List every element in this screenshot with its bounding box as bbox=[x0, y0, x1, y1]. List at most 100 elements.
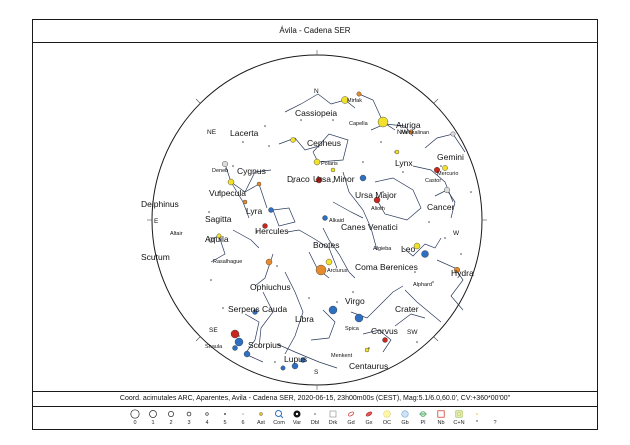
label-libra: Libra bbox=[295, 314, 314, 324]
label-coma-berenices: Coma Berenices bbox=[355, 262, 418, 272]
label-arcturus: Arcturus bbox=[327, 268, 348, 274]
legend-mag-1: 1 bbox=[144, 409, 162, 426]
bright-stars bbox=[208, 91, 461, 371]
label-canes-venatici: Canes Venatici bbox=[341, 222, 398, 232]
label-ursa-major: Ursa Major bbox=[355, 190, 397, 200]
label-cancer: Cancer bbox=[427, 202, 455, 212]
legend-globular: Gb bbox=[396, 409, 414, 426]
mag6-icon bbox=[238, 409, 248, 419]
label-cepheus: Cepheus bbox=[307, 138, 341, 148]
asteroid-icon bbox=[256, 409, 266, 419]
label-menkalinan: Menkalinan bbox=[401, 130, 429, 136]
label-hydra: Hydra bbox=[451, 268, 474, 278]
label-hercules: Hercules bbox=[255, 226, 289, 236]
legend-mag-4: 4 bbox=[198, 409, 216, 426]
legend-planetary: Pl bbox=[414, 409, 432, 426]
label-ursa-minor: Ursa Minor bbox=[313, 174, 355, 184]
symbol-legend: 0 1 2 3 4 5 6 Ast Com Var Dbl Drk Gd Gx … bbox=[33, 406, 597, 429]
label-alioth: Alioth bbox=[371, 206, 385, 212]
label-leo: Leo bbox=[401, 244, 415, 254]
dir-n: N bbox=[314, 88, 319, 95]
sky-chart-area[interactable]: N NE E SE S SW W NW bbox=[33, 42, 597, 392]
label-gemini: Gemini bbox=[437, 152, 464, 162]
label-mirfak: Mirfak bbox=[347, 98, 362, 104]
galaxy-icon bbox=[364, 409, 374, 419]
cluster-nebula-icon bbox=[454, 409, 464, 419]
label-polaris: Polaris bbox=[321, 161, 338, 167]
label-lynx: Lynx bbox=[395, 158, 413, 168]
mag0-icon bbox=[130, 409, 140, 419]
label-cygnus: Cygnus bbox=[237, 166, 266, 176]
legend-mag-6: 6 bbox=[234, 409, 252, 426]
horizon-circle bbox=[151, 54, 483, 386]
dir-ne: NE bbox=[207, 129, 217, 136]
legend-star: * bbox=[468, 409, 486, 426]
direction-labels: N NE E SE S SW W NW bbox=[154, 88, 460, 376]
label-draco: Draco bbox=[287, 174, 310, 184]
nebula-icon bbox=[436, 409, 446, 419]
legend-mag-0: 0 bbox=[126, 409, 144, 426]
legend-comet: Com bbox=[270, 409, 288, 426]
map-info-bar: Coord. acimutales ARC, Aparentes, Avila … bbox=[33, 391, 597, 407]
mag5-icon bbox=[220, 409, 230, 419]
legend-dark-nebula: Drk bbox=[324, 409, 342, 426]
label-bootes: Bootes bbox=[313, 240, 339, 250]
legend-cluster-nebula: C+N bbox=[450, 409, 468, 426]
label-scutum: Scutum bbox=[141, 252, 170, 262]
label-alphard: Alphard bbox=[413, 282, 432, 288]
label-sagitta: Sagitta bbox=[205, 214, 232, 224]
label-shaula: Shaula bbox=[205, 344, 223, 350]
direction-ticks bbox=[147, 50, 487, 390]
mag4-icon bbox=[202, 409, 212, 419]
dir-w: W bbox=[453, 230, 460, 237]
legend-mag-5: 5 bbox=[216, 409, 234, 426]
legend-asteroid: Ast bbox=[252, 409, 270, 426]
open-cluster-icon bbox=[382, 409, 392, 419]
mag1-icon bbox=[148, 409, 158, 419]
label-rasalhague: Rasalhague bbox=[213, 259, 242, 265]
sky-map-window: Ávila - Cadena SER bbox=[32, 19, 598, 430]
label-corvus: Corvus bbox=[371, 326, 398, 336]
label-crater: Crater bbox=[395, 304, 419, 314]
dir-s: S bbox=[314, 369, 319, 376]
unknown-icon bbox=[490, 409, 500, 419]
planetary-icon bbox=[418, 409, 428, 419]
label-delphinus: Delphinus bbox=[141, 199, 179, 209]
label-deneb: Deneb bbox=[212, 168, 228, 174]
label-spica: Spica bbox=[345, 326, 360, 332]
label-menkent: Menkent bbox=[331, 353, 353, 359]
label-aquila: Aquila bbox=[205, 234, 229, 244]
legend-galaxy-dot: Gd bbox=[342, 409, 360, 426]
variable-icon bbox=[292, 409, 302, 419]
dir-se: SE bbox=[209, 327, 218, 334]
legend-mag-3: 3 bbox=[180, 409, 198, 426]
label-mercurio: Mercurio bbox=[437, 171, 458, 177]
dir-e: E bbox=[154, 218, 159, 225]
label-serpens-cauda: Serpens Cauda bbox=[228, 304, 287, 314]
legend-variable: Var bbox=[288, 409, 306, 426]
mag2-icon bbox=[166, 409, 176, 419]
dark-nebula-icon bbox=[328, 409, 338, 419]
legend-mag-2: 2 bbox=[162, 409, 180, 426]
star-icon bbox=[472, 409, 482, 419]
mag3-icon bbox=[184, 409, 194, 419]
star-labels: Mirfak Capella Deneb Polaris Castor Merc… bbox=[170, 98, 458, 359]
label-lupus: Lupus bbox=[284, 354, 307, 364]
label-auriga: Auriga bbox=[396, 120, 421, 130]
label-lacerta: Lacerta bbox=[230, 128, 259, 138]
label-capella: Capella bbox=[349, 121, 369, 127]
label-alkaid: Alkaid bbox=[329, 218, 344, 224]
legend-open-cluster: OC bbox=[378, 409, 396, 426]
map-title: Ávila - Cadena SER bbox=[33, 20, 597, 43]
legend-galaxy: Gx bbox=[360, 409, 378, 426]
constellation-labels: Cassiopeia Lacerta Cepheus Cygnus Vulpec… bbox=[141, 108, 474, 371]
label-lyra: Lyra bbox=[246, 206, 262, 216]
double-icon bbox=[310, 409, 320, 419]
dir-sw: SW bbox=[407, 329, 418, 336]
label-algieba: Algieba bbox=[373, 246, 392, 252]
legend-nebula: Nb bbox=[432, 409, 450, 426]
sky-chart-svg[interactable]: N NE E SE S SW W NW bbox=[33, 42, 599, 392]
galaxy-dot-icon bbox=[346, 409, 356, 419]
label-virgo: Virgo bbox=[345, 296, 365, 306]
label-cassiopeia: Cassiopeia bbox=[295, 108, 337, 118]
